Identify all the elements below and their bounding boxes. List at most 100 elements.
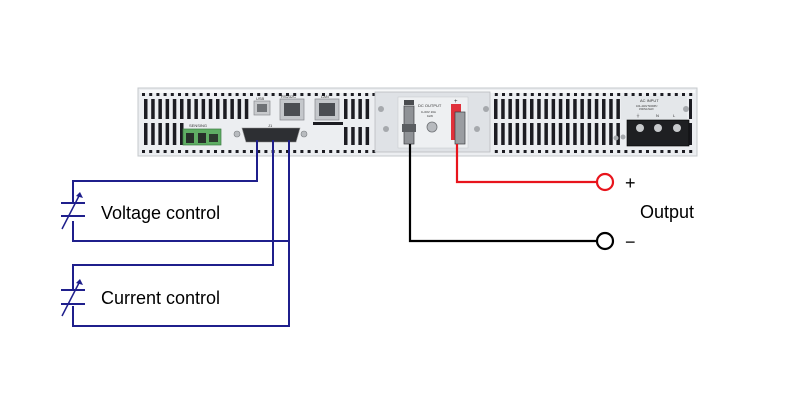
- vent-dot: [307, 93, 311, 96]
- vent-slot: [494, 123, 498, 145]
- vent-dot: [163, 150, 167, 153]
- vent-slot: [165, 123, 170, 145]
- vent-dot: [206, 93, 210, 96]
- vent-slot: [544, 99, 548, 119]
- vent-dot: [667, 150, 671, 153]
- j1-label: J1: [268, 123, 273, 128]
- vent-slot: [580, 99, 584, 119]
- lan-label: LAN: [321, 94, 329, 99]
- vent-slot: [689, 123, 692, 145]
- dc-negative-terminal: [402, 100, 416, 145]
- vent-dot: [523, 93, 527, 96]
- voltage-control-wire-bottom: [72, 221, 289, 242]
- vent-slots-left: [144, 99, 370, 145]
- vent-dot: [228, 150, 232, 153]
- vent-slot: [609, 99, 613, 119]
- vent-slot: [522, 123, 527, 145]
- vent-dot: [574, 150, 577, 153]
- vent-dot: [250, 93, 253, 96]
- ac-terminal-ground: ⏚: [636, 112, 640, 118]
- vent-dot: [509, 150, 513, 153]
- vent-slot: [537, 123, 541, 145]
- vent-dot: [638, 150, 642, 153]
- vent-dot: [653, 150, 657, 153]
- vent-slot: [180, 123, 184, 145]
- vent-dot: [523, 150, 527, 153]
- vent-dot: [199, 93, 203, 96]
- vent-dot: [271, 93, 275, 96]
- lan-port[interactable]: LAN: [313, 94, 343, 125]
- vent-dot: [516, 93, 520, 96]
- vent-dot: [199, 150, 203, 153]
- vent-slot: [244, 99, 249, 119]
- vent-dot: [545, 150, 549, 153]
- vent-slot: [522, 99, 527, 119]
- vent-slot: [172, 99, 177, 119]
- vent-dot: [206, 150, 210, 153]
- vent-dot: [689, 93, 693, 96]
- vent-dot: [538, 93, 541, 96]
- vent-slot: [194, 99, 198, 119]
- negative-output-wire: [408, 144, 596, 243]
- vent-dot: [149, 150, 153, 153]
- vent-dot: [588, 93, 592, 96]
- j1-connector[interactable]: J1: [233, 123, 308, 143]
- vent-dot: [610, 93, 613, 96]
- vent-dot: [293, 93, 297, 96]
- dc-output-rating: 0~60V 16A: [421, 110, 436, 114]
- vent-dot: [300, 93, 304, 96]
- vent-dot: [278, 93, 282, 96]
- vent-dot: [192, 93, 196, 96]
- vent-dot: [358, 150, 361, 153]
- vent-slot: [351, 99, 355, 119]
- vent-slot: [144, 99, 148, 119]
- usb-port[interactable]: USB: [253, 96, 271, 116]
- vent-dot: [667, 93, 671, 96]
- dc-output-rating-2: 1kW: [427, 114, 433, 118]
- vent-dot: [588, 150, 592, 153]
- vent-dot: [257, 150, 261, 153]
- vent-slot: [223, 99, 227, 119]
- positive-output-wire: [455, 144, 596, 184]
- current-control-capacitor-icon: [61, 279, 85, 317]
- vent-dot: [329, 93, 333, 96]
- dc-plus-label: +: [454, 99, 458, 105]
- power-supply-rear-panel: SENSING USB RS232C LAN J1: [137, 87, 698, 157]
- vent-slot: [180, 99, 184, 119]
- vent-dot: [242, 93, 246, 96]
- vent-dot: [149, 93, 153, 96]
- positive-output-terminal: [595, 172, 615, 192]
- vent-slot: [573, 123, 577, 145]
- vent-dots-top: [142, 93, 693, 96]
- vent-dot: [156, 150, 160, 153]
- vent-dot: [552, 93, 556, 96]
- vent-dot: [307, 150, 311, 153]
- vent-slot: [558, 123, 563, 145]
- vent-slot: [508, 123, 512, 145]
- vent-dot: [221, 150, 225, 153]
- vent-dot: [372, 150, 376, 153]
- ac-input-label: AC INPUT: [640, 98, 659, 103]
- vent-slot: [165, 99, 170, 119]
- vent-slot: [566, 123, 570, 145]
- vent-dot: [170, 93, 174, 96]
- usb-label: USB: [256, 96, 265, 101]
- vent-dot: [163, 93, 167, 96]
- vent-slot: [501, 99, 505, 119]
- rs232c-port[interactable]: RS232C: [279, 94, 305, 121]
- vent-dot: [365, 93, 369, 96]
- vent-slot: [551, 99, 556, 119]
- vent-dot: [250, 150, 253, 153]
- rs232c-label: RS232C: [281, 94, 296, 99]
- vent-slot: [689, 99, 692, 119]
- vent-slot: [201, 99, 206, 119]
- vent-dot: [170, 150, 174, 153]
- vent-dot: [595, 150, 599, 153]
- vent-dot: [178, 93, 181, 96]
- vent-dots-bottom: [142, 150, 693, 153]
- vent-dot: [624, 150, 628, 153]
- current-control-wire-bottom: [72, 140, 290, 327]
- vent-dot: [559, 150, 563, 153]
- vent-dot: [502, 93, 505, 96]
